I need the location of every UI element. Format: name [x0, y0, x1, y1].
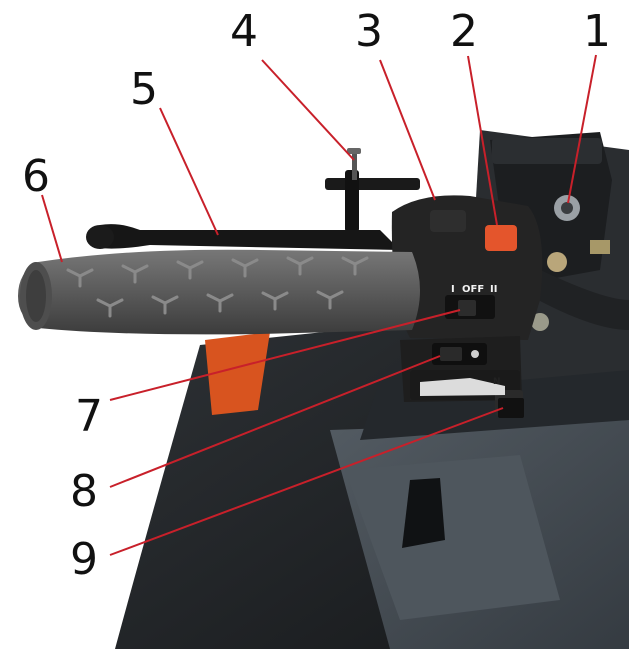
start-button[interactable]: [485, 225, 517, 251]
handle-grip: [18, 249, 420, 335]
leader-line-7: [109, 309, 461, 401]
leader-line-3: [379, 59, 436, 201]
callout-9: 9: [70, 534, 98, 585]
horn-button[interactable]: [432, 343, 487, 365]
callout-4: 4: [230, 6, 258, 57]
switch-label-right: II: [490, 284, 497, 295]
leader-lines: [41, 54, 597, 556]
switch-label-left: I: [451, 284, 455, 295]
leader-line-1: [567, 54, 597, 204]
orange-tank-edge: [205, 332, 270, 415]
callout-8: 8: [70, 466, 98, 517]
leader-line-9: [109, 407, 504, 556]
callout-6: 6: [22, 151, 50, 202]
callout-2: 2: [450, 6, 478, 57]
leader-line-8: [109, 355, 441, 488]
light-switch[interactable]: I OFF II: [445, 284, 497, 319]
turn-signal-mark: N: [493, 377, 501, 387]
switch-label-off: OFF: [462, 284, 484, 295]
leader-line-2: [467, 55, 498, 226]
leader-line-5: [159, 107, 219, 236]
callout-7: 7: [75, 391, 103, 442]
callout-3: 3: [355, 6, 383, 57]
brake-lever: [86, 224, 400, 250]
leader-line-4: [261, 59, 355, 161]
callout-1: 1: [583, 6, 611, 57]
mirror-mount: [325, 148, 420, 232]
callout-5: 5: [130, 64, 158, 115]
leader-line-6: [41, 194, 63, 263]
turn-signal-switch[interactable]: N: [420, 377, 524, 418]
